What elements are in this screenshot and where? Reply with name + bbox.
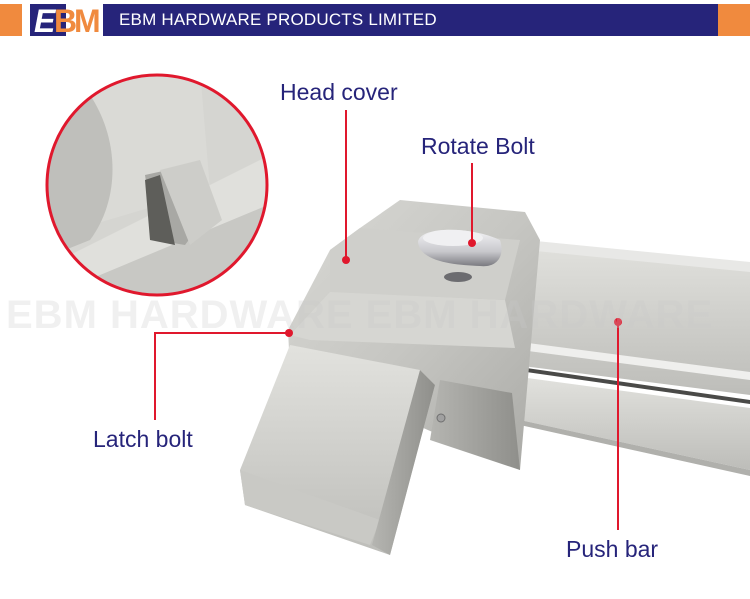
header-banner: E B M EBM HARDWARE PRODUCTS LIMITED [0, 0, 750, 37]
company-title: EBM HARDWARE PRODUCTS LIMITED [119, 10, 437, 29]
rotate-bolt-knob [418, 229, 502, 282]
latch-detail-inset [45, 73, 269, 297]
callout-latch-bolt: Latch bolt [93, 426, 193, 452]
leader-dots [285, 239, 622, 337]
watermark-text: EBM HARDWARE EBM HARDWARE [6, 293, 714, 337]
title-bar: EBM HARDWARE PRODUCTS LIMITED [103, 4, 718, 36]
latch-bolt-foot [240, 345, 435, 555]
head-cover-body [288, 200, 540, 470]
svg-text:B: B [54, 3, 77, 37]
orange-accent-left [0, 4, 22, 36]
push-bar-rail [505, 238, 750, 476]
orange-accent-right [718, 4, 750, 36]
leader-lines [154, 110, 619, 530]
callout-head-cover: Head cover [280, 79, 398, 105]
callout-rotate-bolt: Rotate Bolt [421, 133, 535, 159]
svg-text:E: E [34, 3, 57, 37]
svg-text:M: M [74, 3, 100, 37]
ebm-logo-icon: E B M [30, 3, 100, 37]
callout-push-bar: Push bar [566, 536, 659, 562]
